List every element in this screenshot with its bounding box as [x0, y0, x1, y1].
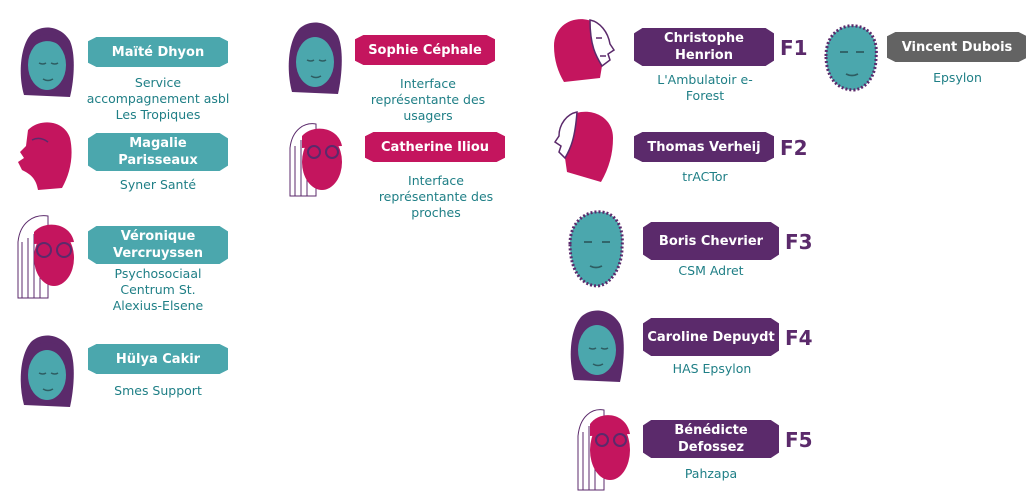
woman-portrait-icon — [570, 310, 624, 382]
name-tag: Sophie Céphale — [355, 35, 495, 65]
organization-label: CSM Adret — [678, 263, 744, 278]
organization-label: Pahzapa — [684, 466, 738, 481]
code-label: F5 — [785, 428, 813, 452]
man-profile-portrait-icon — [554, 19, 616, 83]
name-tag: Magalie Parisseaux — [88, 133, 228, 171]
code-label: F4 — [785, 326, 813, 350]
woman-portrait-icon — [288, 22, 342, 95]
organization-label: Service accompagnement asbl Les Tropique… — [86, 75, 230, 122]
name-tag: Boris Chevrier — [643, 222, 779, 260]
code-label: F1 — [780, 36, 808, 60]
man-profile-portrait-icon — [18, 122, 72, 190]
name-tag: Christophe Henrion — [634, 28, 774, 66]
woman-portrait-icon — [20, 335, 74, 407]
name-tag: Catherine Iliou — [365, 132, 505, 162]
name-tag: Hülya Cakir — [88, 344, 228, 374]
man-portrait-icon — [824, 24, 878, 92]
organization-label: HAS Epsylon — [672, 361, 752, 376]
code-label: F3 — [785, 230, 813, 254]
organization-label: Smes Support — [114, 383, 202, 398]
man-profile-portrait-icon — [553, 111, 613, 182]
organization-label: Interface représentante des usagers — [370, 76, 486, 123]
man-portrait-icon — [568, 210, 624, 288]
name-tag: Thomas Verheij — [634, 132, 774, 162]
organization-label: Psychosociaal Centrum St. Alexius-Elsene — [112, 266, 204, 313]
name-tag: Véronique Vercruyssen — [88, 226, 228, 264]
organization-label: Epsylon — [933, 70, 982, 85]
organization-label: L'Ambulatoir e-Forest — [657, 72, 753, 103]
woman-portrait-icon — [20, 27, 74, 98]
organization-label: Syner Santé — [119, 177, 197, 192]
woman-glasses-portrait-icon — [577, 409, 630, 491]
code-label: F2 — [780, 136, 808, 160]
name-tag: Bénédicte Defossez — [643, 420, 779, 458]
name-tag: Caroline Depuydt — [643, 318, 779, 356]
woman-glasses-portrait-icon — [17, 215, 74, 299]
organization-label: trACTor — [682, 169, 728, 184]
organization-label: Interface représentante des proches — [378, 173, 494, 220]
woman-glasses-portrait-icon — [289, 123, 342, 197]
name-tag: Vincent Dubois — [887, 32, 1026, 62]
name-tag: Maïté Dhyon — [88, 37, 228, 67]
